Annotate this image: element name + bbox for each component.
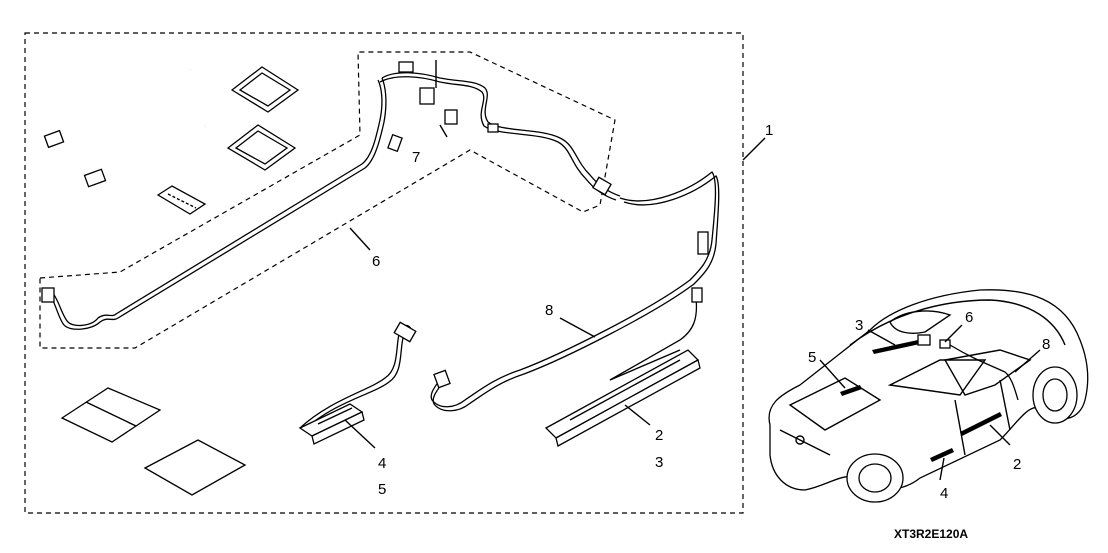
extension-harness bbox=[430, 171, 720, 412]
leader-6 bbox=[349, 227, 371, 251]
callout-1: 1 bbox=[765, 122, 773, 139]
car-callout-3: 3 bbox=[855, 317, 863, 334]
cable-tie-short bbox=[83, 124, 206, 188]
car-callout-8: 8 bbox=[1042, 336, 1050, 353]
car-callout-2: 2 bbox=[1013, 456, 1021, 473]
callout-6: 6 bbox=[372, 253, 380, 270]
callout-3: 3 bbox=[655, 454, 663, 471]
diagram-code: XT3R2E120A bbox=[894, 527, 968, 541]
protective-sheet-2 bbox=[143, 439, 247, 496]
clip-strip bbox=[156, 185, 207, 215]
tape-square-1 bbox=[230, 66, 300, 113]
main-harness bbox=[41, 60, 621, 330]
leader-4 bbox=[344, 419, 376, 449]
car-callout-5: 5 bbox=[808, 349, 816, 366]
leader-8 bbox=[559, 317, 596, 338]
car-callout-6: 6 bbox=[965, 309, 973, 326]
rear-step-garnish bbox=[298, 321, 417, 445]
fuse-part bbox=[444, 109, 458, 125]
callout-5: 5 bbox=[378, 481, 386, 498]
front-step-garnish bbox=[544, 349, 701, 447]
car-callout-4: 4 bbox=[940, 485, 948, 502]
callout-7: 7 bbox=[412, 149, 420, 166]
callout-8: 8 bbox=[545, 302, 553, 319]
leader-1 bbox=[742, 137, 766, 161]
leader-2 bbox=[624, 404, 651, 426]
callout-2: 2 bbox=[655, 427, 663, 444]
leader-7 bbox=[439, 124, 448, 138]
cable-tie-long bbox=[43, 68, 191, 149]
protective-sheet-1 bbox=[60, 387, 162, 443]
harness-group-outline bbox=[39, 51, 616, 349]
kit-boundary bbox=[24, 32, 744, 514]
callout-4: 4 bbox=[378, 455, 386, 472]
vehicle-illustration bbox=[768, 289, 1089, 503]
tape-square-2 bbox=[226, 124, 297, 171]
